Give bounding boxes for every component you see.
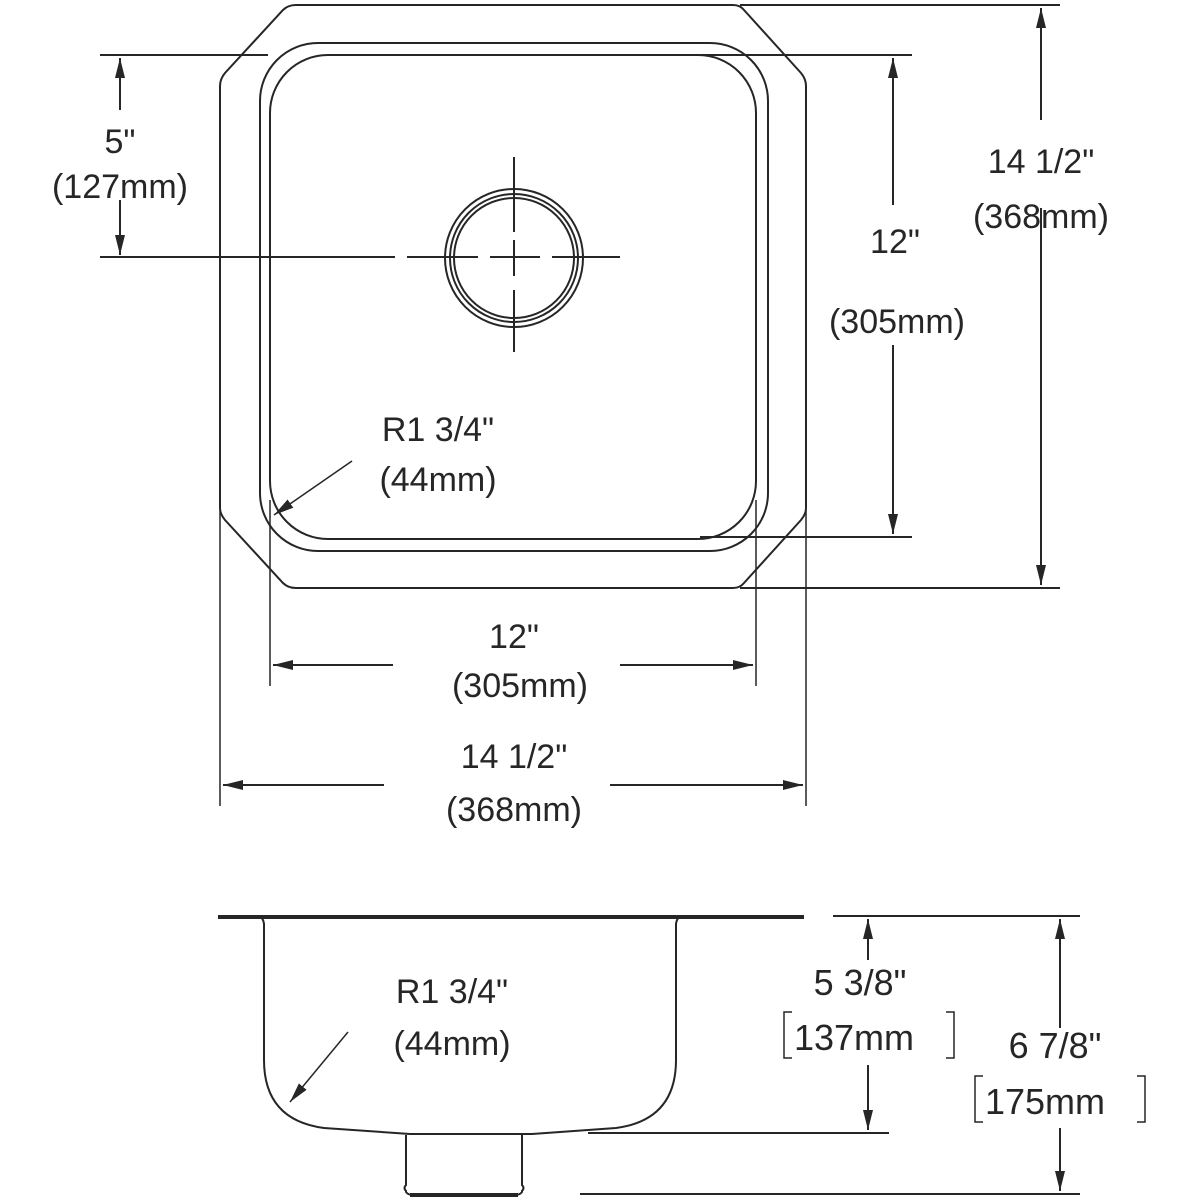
dim-drain-offset-imperial: 5" <box>105 123 136 161</box>
dim-drain-offset-metric: (127mm) <box>52 168 188 206</box>
top-view: 5" (127mm) 12" (305mm) 14 1/2" (368mm) R… <box>52 4 1109 829</box>
side-bowl-profile <box>258 916 682 1135</box>
dim-bowl-width-imperial: 12" <box>489 618 539 656</box>
dimension-corner-radius-top: R1 3/4" (44mm) <box>273 411 497 516</box>
dimension-corner-radius-side: R1 3/4" (44mm) <box>289 973 511 1103</box>
dim-outer-depth-metric: (368mm) <box>973 198 1109 236</box>
dim-corner-radius-top-imperial: R1 3/4" <box>382 411 494 449</box>
bracket-left <box>974 1075 983 1123</box>
bowl-outer-outline <box>259 42 769 552</box>
dim-corner-radius-top-metric: (44mm) <box>379 461 496 499</box>
dimension-bowl-depth: 12" (305mm) <box>700 54 965 538</box>
dim-corner-radius-side-metric: (44mm) <box>393 1025 510 1063</box>
bracket-right <box>946 1011 955 1059</box>
bracket-right <box>1137 1075 1146 1123</box>
dimension-bowl-width: 12" (305mm) <box>269 500 757 705</box>
dim-bowl-depth-imperial: 12" <box>870 223 920 261</box>
dim-bowl-height-imperial: 5 3/8" <box>814 962 907 1003</box>
dim-outer-width-metric: (368mm) <box>446 791 582 829</box>
bracket-left <box>783 1011 792 1059</box>
dim-overall-height-metric: 175mm <box>985 1081 1105 1122</box>
bowl-inner-outline <box>269 54 757 540</box>
dim-overall-height-imperial: 6 7/8" <box>1009 1025 1102 1066</box>
dim-bowl-width-metric: (305mm) <box>452 667 588 705</box>
dimension-overall-height: 6 7/8" 175mm <box>580 919 1146 1195</box>
dimension-outer-depth: 14 1/2" (368mm) <box>740 4 1109 589</box>
dim-outer-depth-imperial: 14 1/2" <box>988 143 1095 181</box>
dimension-outer-width: 14 1/2" (368mm) <box>219 510 807 829</box>
dim-outer-width-imperial: 14 1/2" <box>461 738 568 776</box>
dim-bowl-depth-metric: (305mm) <box>829 303 965 341</box>
dim-corner-radius-side-imperial: R1 3/4" <box>396 973 508 1011</box>
dimension-drain-offset: 5" (127mm) <box>52 54 268 255</box>
side-view: R1 3/4" (44mm) 5 3/8" 137mm 6 7/8" 175mm <box>218 915 1146 1197</box>
side-drain-stub <box>403 1135 525 1196</box>
dimension-bowl-height: 5 3/8" 137mm <box>588 915 1080 1134</box>
drain-icon <box>100 157 620 352</box>
outer-flange-outline <box>219 4 807 589</box>
dim-bowl-height-metric: 137mm <box>794 1017 914 1058</box>
